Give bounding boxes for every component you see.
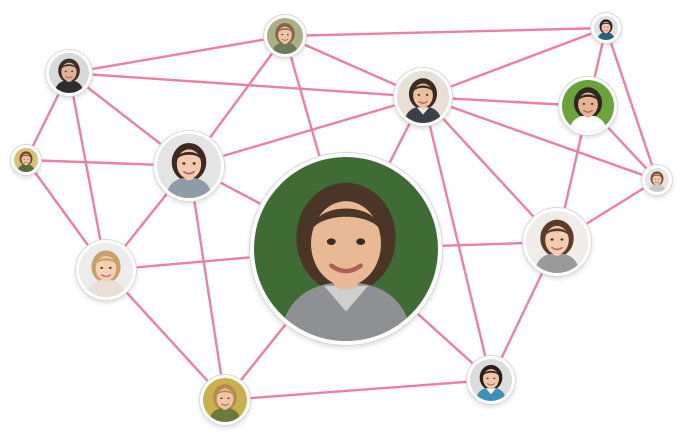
portrait-photo	[267, 18, 303, 54]
connection-line	[187, 164, 227, 402]
portrait-photo	[49, 53, 89, 93]
avatar-right-man	[559, 77, 617, 135]
avatar-right-small-woman	[642, 165, 672, 195]
connection-line	[421, 95, 493, 382]
avatar-mid-man	[394, 68, 452, 126]
portrait-photo	[562, 80, 614, 132]
portrait-photo	[203, 378, 247, 422]
portrait-photo	[157, 134, 221, 198]
portrait-photo	[645, 168, 669, 192]
connection-line	[187, 95, 425, 168]
avatar-topleft-man	[46, 50, 92, 96]
connection-line	[223, 378, 493, 402]
avatar-blonde-woman	[76, 240, 136, 300]
connection-line	[421, 95, 659, 182]
connection-line	[604, 26, 659, 182]
avatar-center-man	[250, 153, 442, 345]
avatar-left-small-woman	[11, 145, 41, 175]
avatar-topright-girl	[591, 13, 621, 43]
connection-line	[67, 71, 108, 272]
portrait-photo	[526, 211, 588, 273]
portrait-photo	[254, 157, 438, 341]
connection-line	[67, 71, 425, 99]
avatar-bottom-woman	[200, 375, 250, 425]
avatar-top-woman	[264, 15, 306, 57]
portrait-photo	[594, 16, 618, 40]
portrait-photo	[470, 359, 512, 401]
connection-line	[283, 26, 608, 38]
avatar-bottom-right-woman	[467, 356, 515, 404]
avatar-right-woman	[523, 208, 591, 276]
portrait-photo	[79, 243, 133, 297]
portrait-photo	[397, 71, 449, 123]
avatar-left-woman	[154, 131, 224, 201]
connection-line	[421, 26, 608, 99]
portrait-photo	[14, 148, 38, 172]
connection-line	[67, 34, 287, 75]
